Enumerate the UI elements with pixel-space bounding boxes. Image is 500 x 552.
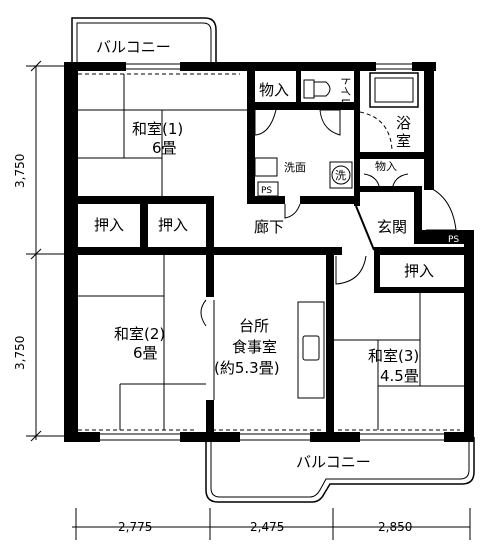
corridor-label: 廊下 — [254, 218, 284, 236]
kitchen-label-1: 台所 — [239, 317, 269, 335]
washroom-label: 洗面 — [284, 161, 306, 174]
dim-bottom-1: 2,775 — [118, 520, 152, 534]
room2-name: 和室(2) — [114, 325, 165, 343]
bath-label-2: 室 — [396, 132, 411, 150]
room3-tatami — [334, 293, 464, 430]
kitchen-counter — [213, 300, 325, 400]
kitchen-label-3: (約5.3畳) — [214, 359, 280, 377]
dim-left-lower: 3,750 — [13, 336, 27, 370]
room1-tatami — [78, 74, 247, 196]
oshiire-1-label: 押入 — [94, 216, 124, 234]
dim-bottom-2: 2,475 — [250, 520, 284, 534]
room2-tatami — [78, 255, 206, 430]
room2-size: 6畳 — [133, 344, 158, 362]
bath-label-1: 浴 — [396, 114, 411, 132]
room1-size: 6畳 — [152, 139, 177, 157]
balcony-bottom-label: バルコニー — [296, 453, 371, 471]
toilet-label: トイレ — [339, 75, 352, 108]
small-closet-label: 物入 — [375, 159, 397, 173]
balcony-top-label: バルコニー — [96, 38, 171, 56]
room3-name: 和室(3) — [368, 347, 419, 365]
oshiire-3-label: 押入 — [404, 262, 434, 280]
room1-name: 和室(1) — [132, 120, 183, 138]
dim-bottom-3: 2,850 — [378, 520, 412, 534]
ps-washroom-label: PS — [261, 186, 272, 196]
interior-walls — [64, 62, 474, 442]
entrance-label: 玄関 — [377, 218, 407, 236]
balcony-top — [71, 17, 217, 66]
dimension-labels: 3,750 3,750 2,775 2,475 2,850 — [13, 154, 412, 534]
closet-top-label: 物入 — [259, 81, 289, 99]
outer-walls — [64, 62, 474, 442]
fixtures — [200, 72, 457, 327]
ps-entrance-label: PS — [448, 235, 459, 245]
labels: バルコニー バルコニー 和室(1) 6畳 和室(2) 6畳 和室(3) 4.5畳… — [94, 38, 459, 471]
windows — [78, 63, 460, 441]
room3-size: 4.5畳 — [380, 367, 419, 385]
dimension-lines — [26, 60, 471, 540]
balcony-bottom — [205, 437, 475, 503]
kitchen-label-2: 食事室 — [232, 338, 277, 356]
washing-machine-label: 洗 — [335, 169, 346, 182]
oshiire-2-label: 押入 — [158, 216, 188, 234]
dim-left-upper: 3,750 — [13, 154, 27, 188]
